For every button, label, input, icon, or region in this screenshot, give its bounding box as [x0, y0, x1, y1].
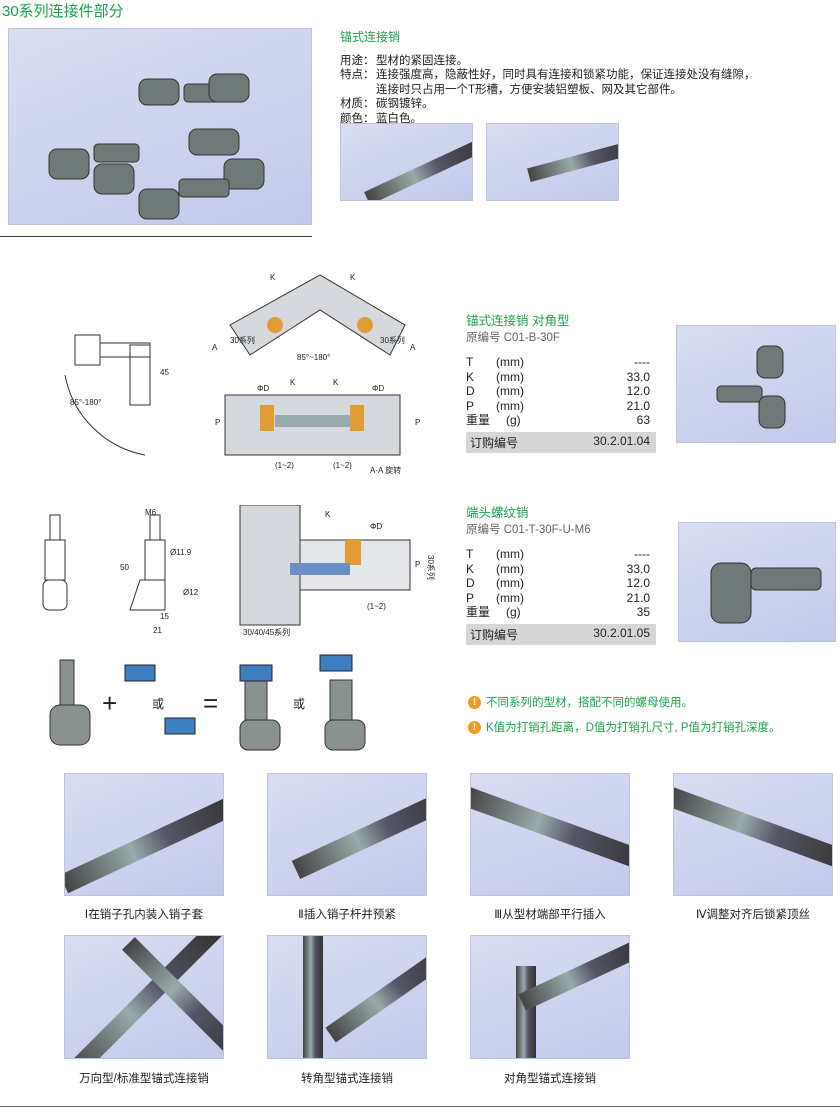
- dim-d119: Ø11.9: [170, 548, 192, 557]
- type-caption-3: 对角型锚式连接销: [504, 1073, 596, 1085]
- section-a: A: [410, 343, 416, 352]
- step-caption-2: Ⅱ插入销子杆并预紧: [298, 909, 396, 921]
- dim-d: ΦD: [370, 522, 382, 531]
- footer-divider: [0, 1106, 840, 1107]
- warning-icon: !: [468, 720, 481, 734]
- equals-sign: =: [203, 688, 218, 718]
- dim-50: 50: [120, 563, 129, 572]
- dim-gap: (1~2): [333, 461, 352, 470]
- dim-gap: (1~2): [367, 602, 386, 611]
- divider: [0, 236, 312, 237]
- dim-k: K: [350, 273, 356, 282]
- series-label: 30系列: [380, 335, 405, 345]
- dim-d: ΦD: [372, 384, 384, 393]
- dim-k: K: [333, 378, 339, 387]
- or-label: 或: [152, 697, 164, 711]
- spec-table-thread: 端头螺纹销 原编号 C01-T-30F-U-M6 T(mm)---- K(mm)…: [466, 502, 656, 645]
- usage-photo-1: [340, 123, 473, 201]
- type-caption-1: 万向型/标准型锚式连接销: [79, 1073, 209, 1085]
- series-label: 30系列: [230, 335, 255, 345]
- diagonal-pin-drawing: K K 85°~180° 85°-180° 45 30系列 30系列 A A Φ…: [64, 273, 420, 475]
- step-photo-1: [64, 773, 224, 896]
- dim-m6: M6: [145, 508, 157, 517]
- dim-k: K: [270, 273, 276, 282]
- note-2: !K值为打销孔距离，D值为打销孔尺寸, P值为打销孔深度。: [468, 719, 781, 735]
- page-title: 30系列连接件部分: [2, 3, 124, 20]
- type-caption-2: 转角型锚式连接销: [301, 1073, 393, 1085]
- thread-pin-drawing: M6 Ø11.9 50 Ø12 15 21 K ΦD P (1~2) 30系列 …: [42, 505, 435, 637]
- step-photo-4: [673, 773, 833, 896]
- warning-icon: !: [468, 695, 481, 709]
- usage-photo-2: [486, 123, 619, 201]
- or-label: 或: [293, 697, 305, 711]
- product-photo-thread: [678, 522, 836, 642]
- assembly-illustration: + 或 = 或: [49, 654, 366, 751]
- dim-height: 45: [160, 368, 169, 377]
- dim-p: P: [415, 560, 420, 569]
- note-1: !不同系列的型材，搭配不同的螺母使用。: [468, 694, 693, 710]
- dim-15: 15: [160, 612, 169, 621]
- product-photo-diagonal: [676, 325, 836, 443]
- step-caption-1: Ⅰ在销子孔内装入销子套: [84, 909, 204, 921]
- dim-p: P: [215, 418, 220, 427]
- dim-angle: 85°~180°: [297, 353, 330, 362]
- dim-angle-2: 85°-180°: [70, 398, 101, 407]
- spec-table-diagonal: 锚式连接销 对角型 原编号 C01-B-30F T(mm)---- K(mm)3…: [466, 310, 656, 453]
- product-photo-main: [8, 28, 312, 225]
- section-aa-label: A-A 旋转: [370, 465, 401, 475]
- dim-gap: (1~2): [275, 461, 294, 470]
- dim-k: K: [325, 510, 331, 519]
- plus-sign: +: [102, 688, 117, 718]
- dim-d: ΦD: [257, 384, 269, 393]
- section-a: A: [212, 343, 218, 352]
- type-photo-1: [64, 935, 224, 1059]
- intro-heading: 锚式连接销: [340, 30, 401, 44]
- type-photo-2: [267, 935, 427, 1059]
- series-label-30-40-45: 30/40/45系列: [243, 627, 290, 637]
- intro-description: 锚式连接销 用途：型材的紧固连接。 特点：连接强度高，隐蔽性好，同时具有连接和锁…: [340, 30, 756, 125]
- step-photo-2: [267, 773, 427, 896]
- step-caption-4: Ⅳ调整对齐后锁紧顶丝: [695, 909, 811, 921]
- dim-p: P: [415, 418, 420, 427]
- dim-21: 21: [153, 626, 162, 635]
- step-caption-3: Ⅲ从型材端部平行插入: [494, 909, 606, 921]
- dim-k: K: [290, 378, 296, 387]
- series-label: 30系列: [426, 555, 435, 580]
- step-photo-3: [470, 773, 630, 896]
- type-photo-3: [470, 935, 630, 1059]
- dim-d12: Ø12: [183, 588, 199, 597]
